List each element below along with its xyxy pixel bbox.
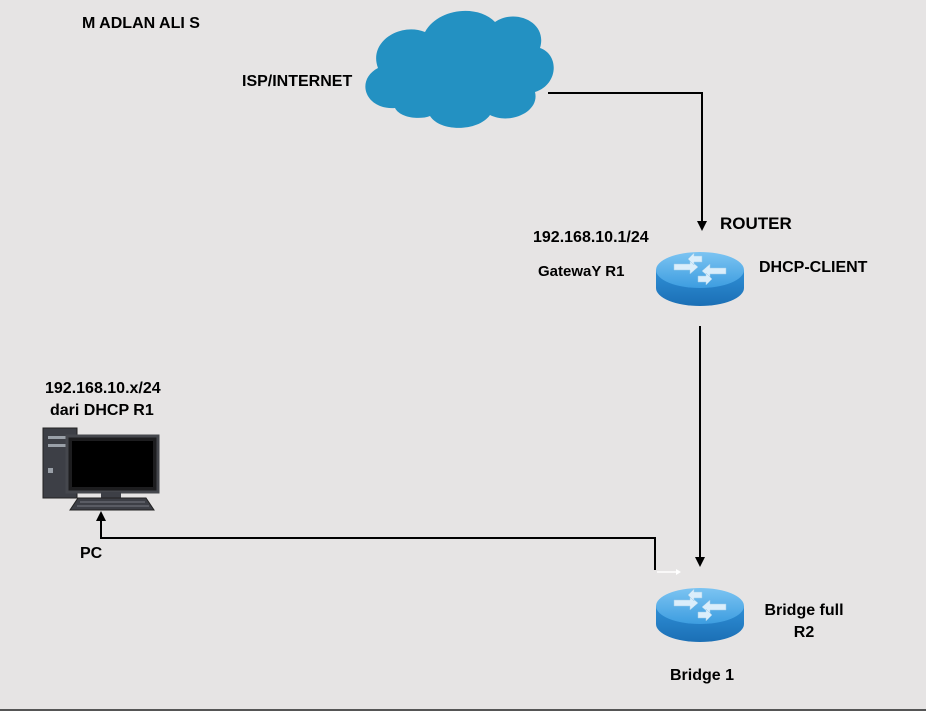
pc-label: PC [80, 545, 103, 562]
router-ip: 192.168.10.1/24 [533, 229, 649, 246]
link-isp-router [548, 92, 707, 231]
router-title: ROUTER [720, 214, 792, 233]
link-stub-arrowhead [676, 569, 681, 575]
router-icon [656, 588, 744, 642]
author-label: M ADLAN ALI S [82, 15, 200, 32]
router-gateway: GatewaY R1 [538, 263, 625, 280]
bridge-role-line1: Bridge full [764, 602, 844, 619]
bottom-border [0, 709, 926, 711]
link-bridge-pc [96, 511, 656, 570]
isp-label: ISP/INTERNET [242, 73, 353, 90]
pc-dhcp: dari DHCP R1 [50, 402, 154, 419]
router-icon [656, 252, 744, 306]
computer-icon [42, 427, 160, 511]
cloud-icon [365, 10, 554, 128]
bridge-name: Bridge 1 [670, 667, 735, 684]
router-role: DHCP-CLIENT [759, 259, 868, 276]
bridge-role-line2: R2 [793, 624, 815, 641]
pc-ip: 192.168.10.x/24 [45, 380, 161, 397]
